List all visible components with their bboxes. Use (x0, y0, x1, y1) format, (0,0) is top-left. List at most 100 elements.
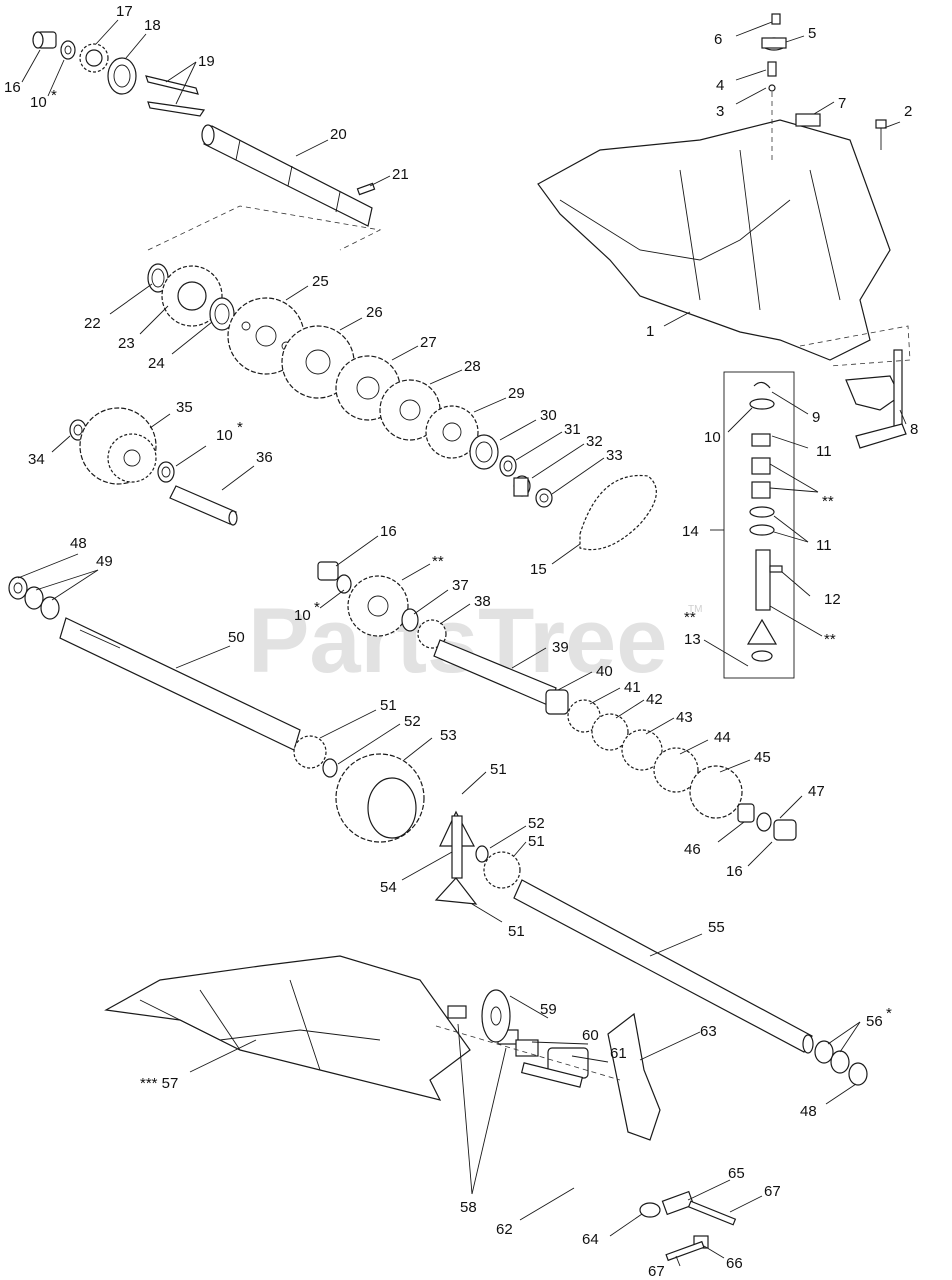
part-46-bushing (737, 803, 755, 823)
part-6-bolt (771, 13, 781, 25)
label-26: 26 (366, 304, 383, 321)
label-1: 1 (646, 323, 654, 340)
part-55-axle-shaft (513, 879, 814, 1054)
label-47: 47 (808, 783, 825, 800)
label-45: 45 (754, 749, 771, 766)
part-32-bushing (513, 475, 531, 497)
part-57-lower-housing (104, 955, 471, 1101)
part-43-gear (621, 729, 663, 771)
label-51d: 51 (508, 923, 525, 940)
label-59: 59 (540, 1001, 557, 1018)
part-5-cap (761, 37, 787, 51)
part-48-washer-left (8, 576, 28, 600)
part-3-ball (768, 84, 776, 160)
label-9: 9 (812, 409, 820, 426)
part-42-gear (591, 713, 629, 751)
label-35: 35 (176, 399, 193, 416)
part-4-spring (767, 61, 777, 77)
label-17: 17 (116, 3, 133, 20)
part-17-gear-top (79, 43, 109, 73)
label-33: 33 (606, 447, 623, 464)
part-47-bushing (773, 819, 797, 841)
label-31: 31 (564, 421, 581, 438)
label-27: 27 (420, 334, 437, 351)
part-36-pin (169, 485, 238, 526)
label-20: 20 (330, 126, 347, 143)
label-41: 41 (624, 679, 641, 696)
label-65: 65 (728, 1165, 745, 1182)
label-10b: 10 (216, 427, 233, 444)
label-18: 18 (144, 17, 161, 34)
assembly-dash-top (147, 205, 382, 251)
part-65-plate (661, 1190, 695, 1216)
label-22: 22 (84, 315, 101, 332)
label-asterisk: * (51, 87, 57, 104)
label-52b: 52 (528, 815, 545, 832)
label-42: 42 (646, 691, 663, 708)
label-14: 14 (682, 523, 699, 540)
label-10d: 10 (294, 607, 311, 624)
label-24: 24 (148, 355, 165, 372)
label-60: 60 (582, 1027, 599, 1044)
part-16-bushing-top (32, 31, 57, 49)
label-67a: 67 (764, 1183, 781, 1200)
label-50: 50 (228, 629, 245, 646)
part-51-pinion-a (293, 735, 327, 769)
label-44: 44 (714, 729, 731, 746)
label-8: 8 (910, 421, 918, 438)
label-23: 23 (118, 335, 135, 352)
callout-labels: 16 10 * 17 18 19 20 21 22 23 24 25 26 27… (4, 3, 918, 1280)
part-1-upper-housing (537, 119, 891, 361)
part-52-washer-b (475, 845, 489, 863)
label-51b: 51 (490, 761, 507, 778)
part-11-washer-b (749, 506, 775, 536)
part-48-washer-right (848, 1062, 868, 1086)
assembly-dash-bottom (435, 1025, 621, 1081)
label-double-asterisk-2: ** (684, 609, 696, 626)
part-18-bearing-top (107, 57, 137, 95)
label-double-asterisk-4: ** (432, 553, 444, 570)
label-53: 53 (440, 727, 457, 744)
label-2: 2 (904, 103, 912, 120)
label-55: 55 (708, 919, 725, 936)
label-38: 38 (474, 593, 491, 610)
part-30-collar (469, 434, 499, 470)
label-49: 49 (96, 553, 113, 570)
label-3: 3 (716, 103, 724, 120)
label-58: 58 (460, 1199, 477, 1216)
label-10c: 10 (704, 429, 721, 446)
label-37: 37 (452, 577, 469, 594)
label-51c: 51 (528, 833, 545, 850)
part-45-gear (689, 765, 743, 819)
label-6: 6 (714, 31, 722, 48)
part-33-washer (535, 488, 553, 508)
part-44-gear (653, 747, 699, 793)
part-15-chain (579, 474, 657, 551)
label-double-asterisk-3: ** (824, 631, 836, 648)
label-10: 10 (30, 94, 47, 111)
part-67-bolt-a (687, 1200, 737, 1226)
part-bearing-b (751, 481, 771, 499)
label-asterisk-d: * (314, 599, 320, 616)
label-asterisk-56: * (886, 1005, 892, 1022)
part-10-washer-box (749, 398, 775, 410)
part-16-bushing-mid (317, 561, 339, 581)
part-19-keys (145, 75, 206, 117)
label-21: 21 (392, 166, 409, 183)
part-9-clip (753, 381, 771, 389)
part-washer-right (756, 812, 772, 832)
label-11a: 11 (816, 443, 832, 460)
part-12-input-shaft (755, 549, 783, 611)
part-7-plug (795, 113, 821, 127)
label-43: 43 (676, 709, 693, 726)
part-64-washer (639, 1202, 661, 1218)
label-15: 15 (530, 561, 547, 578)
label-57: *** 57 (140, 1075, 178, 1092)
part-10-washer-mid2 (336, 574, 352, 594)
label-25: 25 (312, 273, 329, 290)
part-63-brake-arm (607, 1012, 661, 1141)
label-19: 19 (198, 53, 215, 70)
part-53-ring-gear (335, 753, 425, 843)
